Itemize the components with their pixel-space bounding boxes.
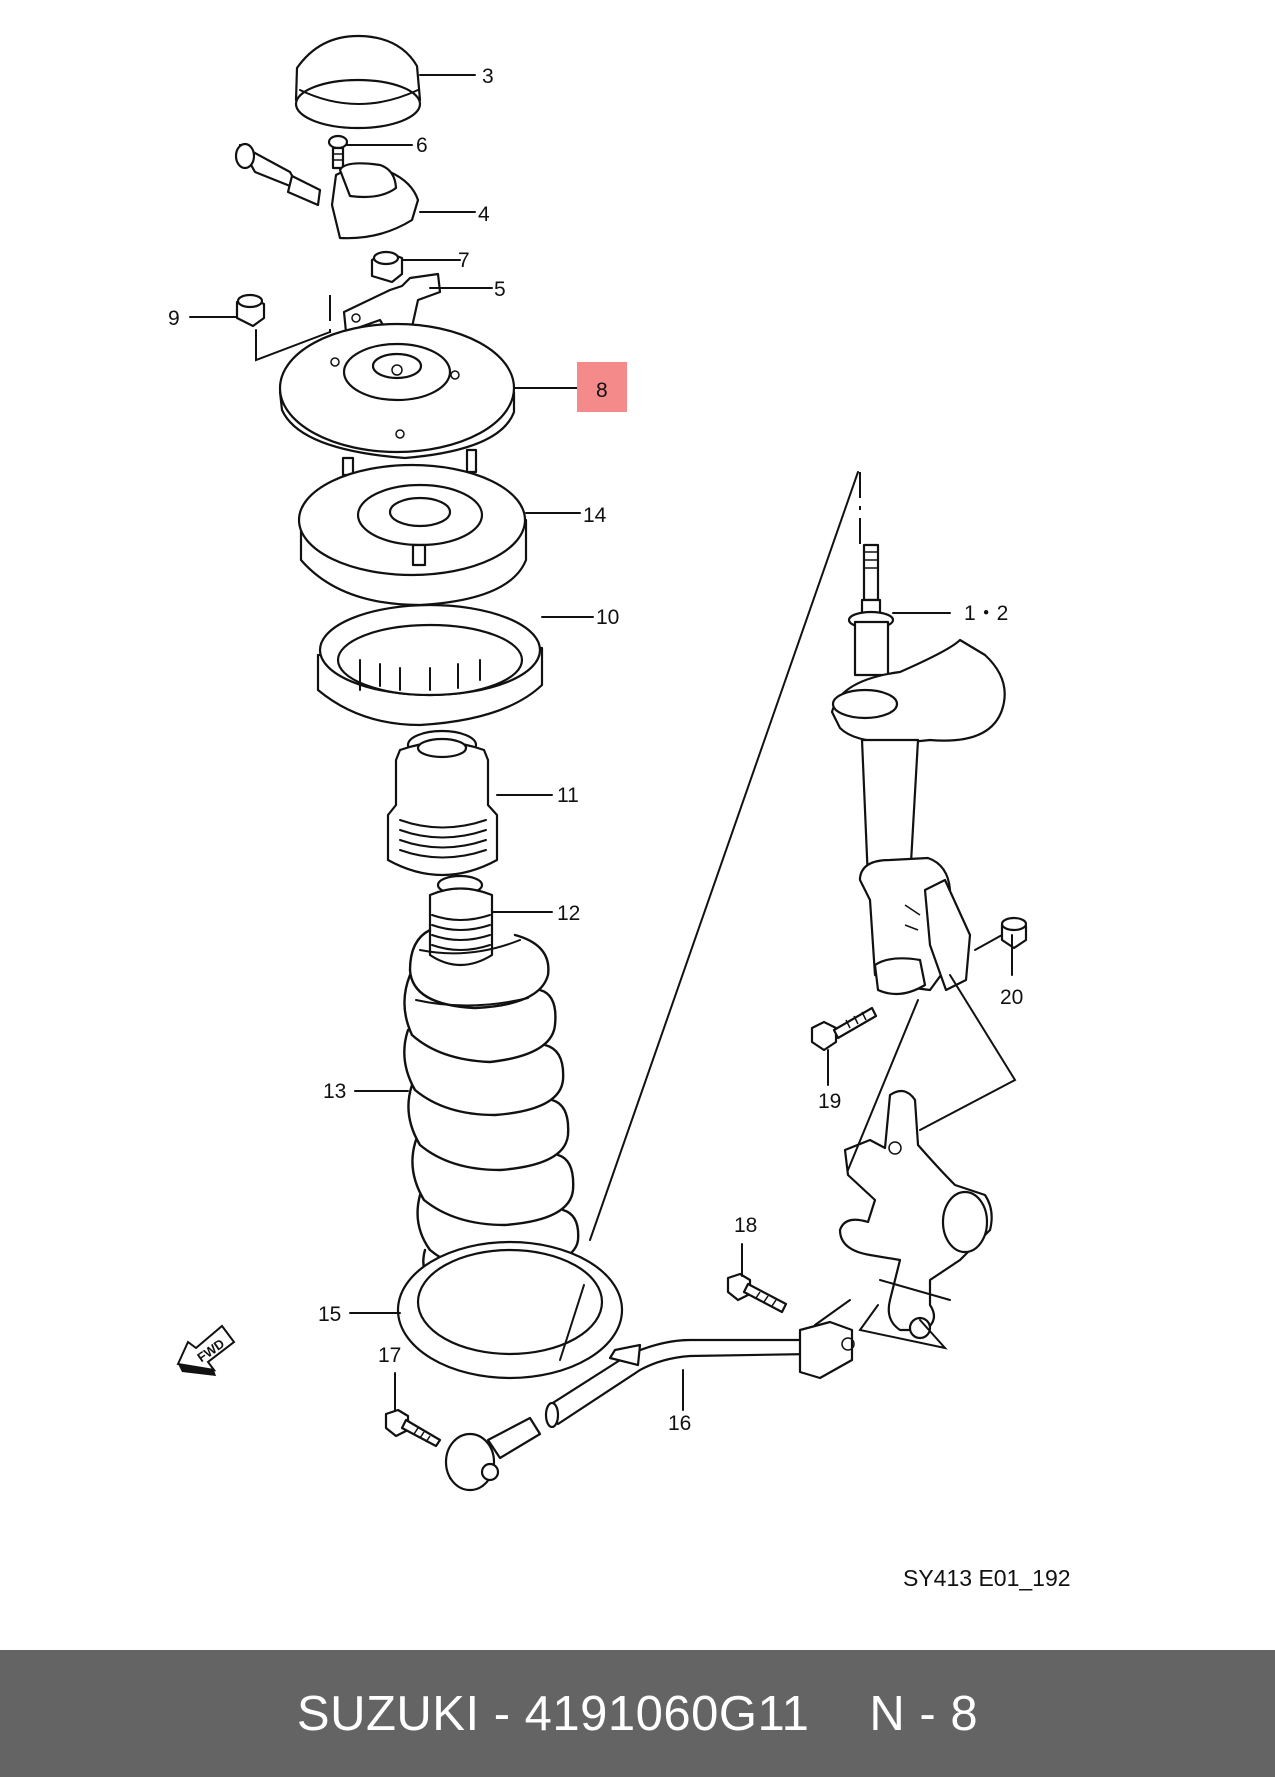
callout-7: 7: [458, 249, 470, 272]
callout-3: 3: [482, 65, 494, 88]
bump-stopper-12: [428, 874, 494, 966]
bracket-5: [342, 272, 442, 342]
shock-absorber-1-2: [830, 543, 1006, 996]
part-position: N - 8: [869, 1686, 979, 1741]
callout-1-2: 1・2: [964, 602, 1008, 625]
lateral-rod-16: [444, 1320, 855, 1492]
fwd-arrow-icon: FWD: [176, 1324, 236, 1376]
lower-seat-15: [396, 1240, 624, 1380]
part-title: SUZUKI - 4191060G11: [296, 1686, 810, 1741]
nut-9: [235, 293, 266, 328]
parts-diagram: FWD: [168, 34, 1071, 1591]
callout-10: 10: [596, 606, 619, 629]
dust-cap: [294, 34, 422, 130]
screw-6: [327, 134, 349, 170]
bolt-17: [384, 1408, 442, 1448]
footer-bar: SUZUKI - 4191060G11 N - 8: [0, 1650, 1275, 1777]
leader-9: [255, 329, 331, 362]
guide-lines: [559, 471, 1017, 1361]
sensor-4: [234, 142, 420, 240]
coil-spring-13: [403, 928, 580, 1292]
spring-insulator-10: [316, 603, 544, 727]
callout-5: 5: [494, 278, 506, 301]
bolt-19: [810, 1006, 878, 1052]
callout-11: 11: [557, 784, 579, 807]
bolt-18: [726, 1272, 788, 1314]
callout-labels: 1・2 3 4 5 6 7 8 9 10 11 12 13 14 15 16 1…: [168, 65, 1023, 1435]
upper-seat-14: [297, 463, 528, 607]
callout-18: 18: [734, 1214, 757, 1237]
callout-16: 16: [668, 1412, 691, 1435]
strut-mount-8: [278, 322, 516, 477]
callout-19: 19: [818, 1090, 841, 1113]
diagram-code: SY413 E01_192: [903, 1565, 1071, 1591]
nut-7: [370, 250, 404, 284]
callout-9: 9: [168, 307, 180, 330]
callout-12: 12: [557, 902, 580, 925]
callout-15: 15: [318, 1303, 341, 1326]
highlight-box: [577, 362, 627, 412]
callout-14: 14: [583, 504, 607, 527]
leader-lines: [189, 74, 1013, 1411]
callout-8: 8: [596, 379, 608, 402]
callout-4: 4: [478, 203, 490, 226]
bump-boot-11: [386, 729, 499, 876]
callout-20: 20: [1000, 986, 1023, 1009]
knuckle: [838, 1089, 993, 1340]
callout-13: 13: [323, 1080, 346, 1103]
callout-17: 17: [378, 1344, 401, 1367]
nut-20: [1000, 916, 1028, 950]
callout-6: 6: [416, 134, 428, 157]
